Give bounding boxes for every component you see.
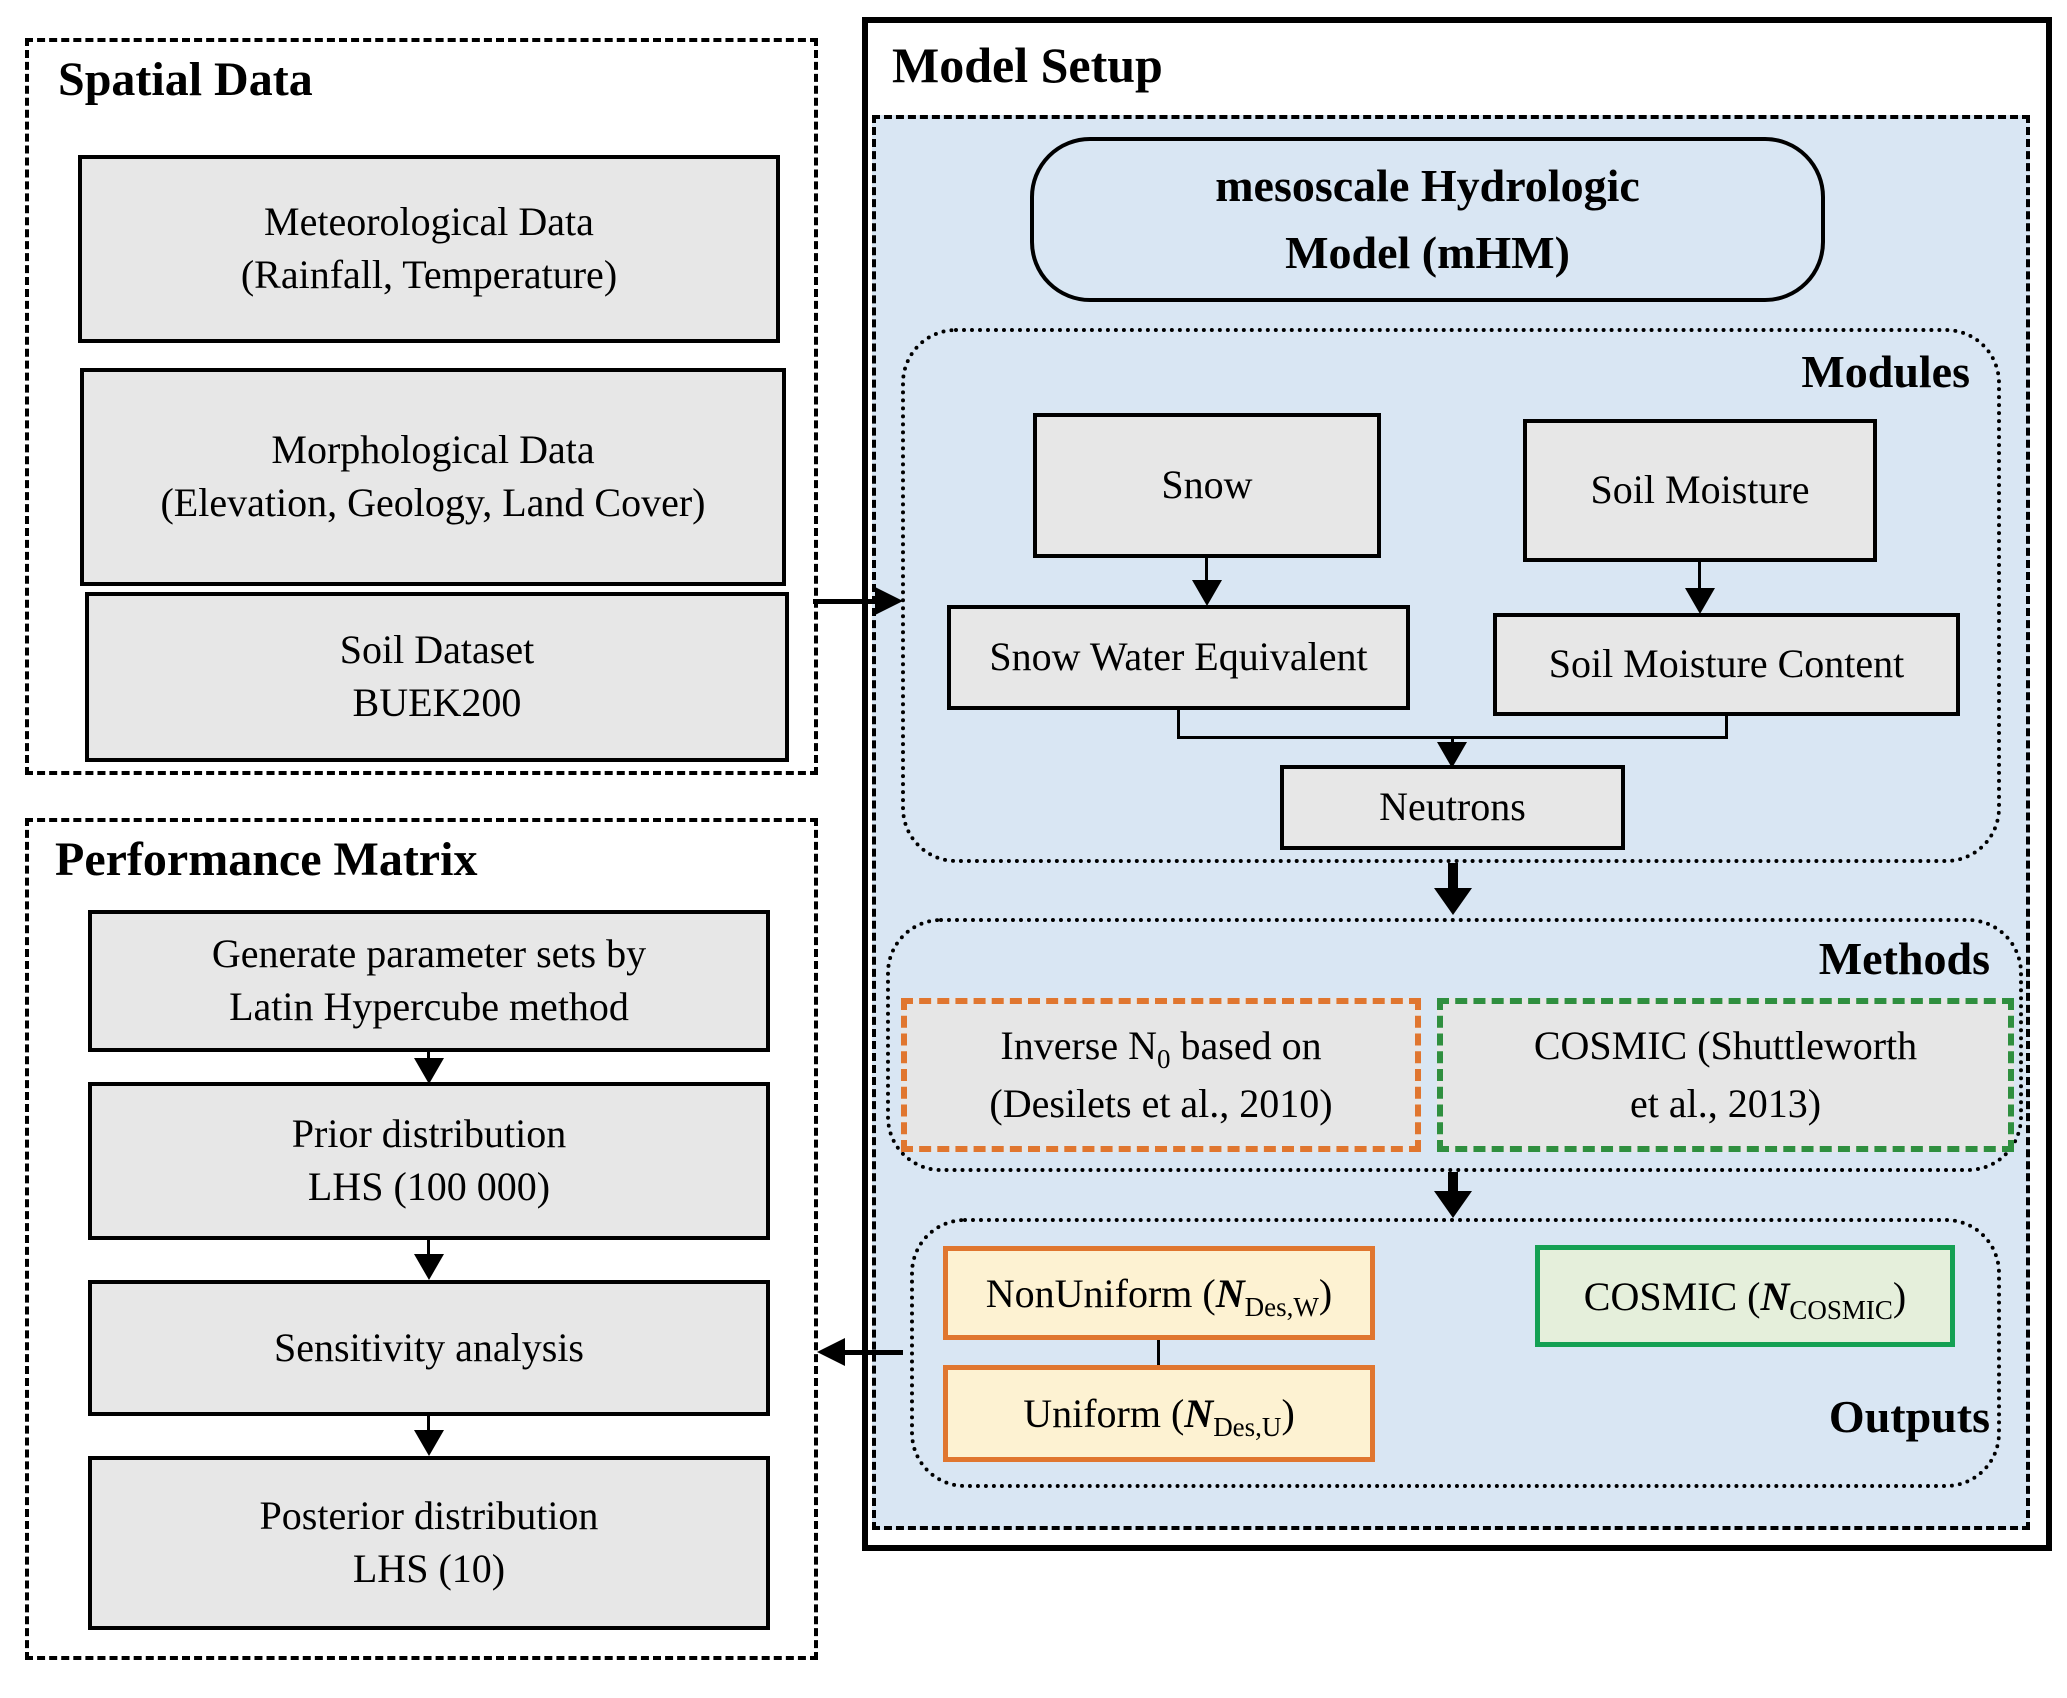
modules-methods-shaft — [1448, 863, 1458, 890]
outputs-to-pm-shaft — [845, 1350, 903, 1355]
cosmic-output-label: COSMIC (NCOSMIC) — [1583, 1273, 1907, 1325]
soil-dataset-box: Soil Dataset BUEK200 — [85, 592, 789, 762]
methods-panel — [886, 918, 2023, 1172]
methods-outputs-arrowhead — [1434, 1191, 1472, 1218]
pm-arrowhead-2 — [414, 1254, 444, 1280]
cosmic-method-label: COSMIC (Shuttleworth et al., 2013) — [1533, 1023, 1918, 1126]
generate-parameter-sets-label: Generate parameter sets by Latin Hypercu… — [211, 931, 647, 1029]
pm-arrowhead-3 — [414, 1430, 444, 1456]
nonuniform-uniform-connector — [1157, 1340, 1160, 1365]
snow-label: Snow — [1161, 462, 1253, 508]
spatial-to-model-shaft — [813, 599, 877, 604]
posterior-distribution-box: Posterior distribution LHS (10) — [88, 1456, 770, 1630]
smc-merge-stub — [1725, 716, 1728, 739]
snow-box: Snow — [1033, 413, 1381, 558]
swe-merge-stub — [1177, 710, 1180, 739]
nonuniform-output-label: NonUniform (NDes,W) — [985, 1270, 1333, 1322]
morphological-data-label: Morphological Data (Elevation, Geology, … — [160, 427, 706, 525]
spatial-data-title: Spatial Data — [58, 53, 313, 106]
soil-moisture-label: Soil Moisture — [1590, 467, 1810, 513]
prior-distribution-box: Prior distribution LHS (100 000) — [88, 1082, 770, 1240]
neutrons-box: Neutrons — [1280, 765, 1625, 850]
methods-label: Methods — [1818, 933, 1990, 984]
meteorological-data-box: Meteorological Data (Rainfall, Temperatu… — [78, 155, 780, 343]
outputs-to-pm-arrowhead — [817, 1338, 845, 1366]
prior-distribution-label: Prior distribution LHS (100 000) — [291, 1111, 567, 1209]
neutrons-label: Neutrons — [1379, 784, 1526, 830]
nonuniform-output-box: NonUniform (NDes,W) — [943, 1246, 1375, 1340]
uniform-output-label: Uniform (NDes,U) — [1023, 1391, 1295, 1442]
cosmic-method-box: COSMIC (Shuttleworth et al., 2013) — [1437, 998, 2014, 1152]
neutrons-connector — [1451, 736, 1454, 746]
snow-swe-arrowhead — [1192, 580, 1222, 606]
methods-outputs-shaft — [1448, 1172, 1458, 1194]
cosmic-output-box: COSMIC (NCOSMIC) — [1535, 1245, 1955, 1347]
morphological-data-box: Morphological Data (Elevation, Geology, … — [80, 368, 786, 586]
soil-dataset-label: Soil Dataset BUEK200 — [339, 627, 535, 725]
outputs-label: Outputs — [1828, 1391, 1990, 1442]
inverse-n0-method-label: Inverse N0 based on (Desilets et al., 20… — [989, 1023, 1333, 1126]
pm-connector-2 — [427, 1240, 430, 1256]
meteorological-data-label: Meteorological Data (Rainfall, Temperatu… — [240, 199, 618, 297]
mhm-label: mesoscale Hydrologic Model (mHM) — [1215, 159, 1640, 278]
model-setup-title: Model Setup — [892, 37, 1163, 93]
sm-smc-arrowhead — [1685, 588, 1715, 614]
performance-matrix-title: Performance Matrix — [55, 833, 478, 886]
pm-arrowhead-1 — [414, 1058, 444, 1084]
posterior-distribution-label: Posterior distribution LHS (10) — [259, 1493, 599, 1591]
soil-moisture-content-box: Soil Moisture Content — [1493, 613, 1960, 716]
snow-water-equivalent-label: Snow Water Equivalent — [989, 634, 1368, 680]
snow-swe-connector — [1205, 558, 1208, 584]
uniform-output-box: Uniform (NDes,U) — [943, 1365, 1375, 1462]
modules-label: Modules — [1801, 346, 1970, 397]
soil-moisture-content-label: Soil Moisture Content — [1548, 641, 1905, 687]
mhm-box: mesoscale Hydrologic Model (mHM) — [1030, 137, 1825, 302]
sm-smc-connector — [1698, 562, 1701, 591]
inverse-n0-method-box: Inverse N0 based on (Desilets et al., 20… — [901, 998, 1421, 1152]
snow-water-equivalent-box: Snow Water Equivalent — [947, 605, 1410, 710]
sensitivity-analysis-label: Sensitivity analysis — [274, 1324, 584, 1370]
pm-connector-3 — [427, 1416, 430, 1432]
sensitivity-analysis-box: Sensitivity analysis — [88, 1280, 770, 1416]
modules-methods-arrowhead — [1434, 888, 1472, 915]
outputs-panel — [910, 1218, 2001, 1488]
modules-panel — [901, 328, 2001, 863]
neutrons-arrowhead — [1437, 742, 1467, 768]
generate-parameter-sets-box: Generate parameter sets by Latin Hypercu… — [88, 910, 770, 1052]
soil-moisture-box: Soil Moisture — [1523, 419, 1877, 562]
spatial-to-model-arrowhead — [875, 587, 903, 615]
